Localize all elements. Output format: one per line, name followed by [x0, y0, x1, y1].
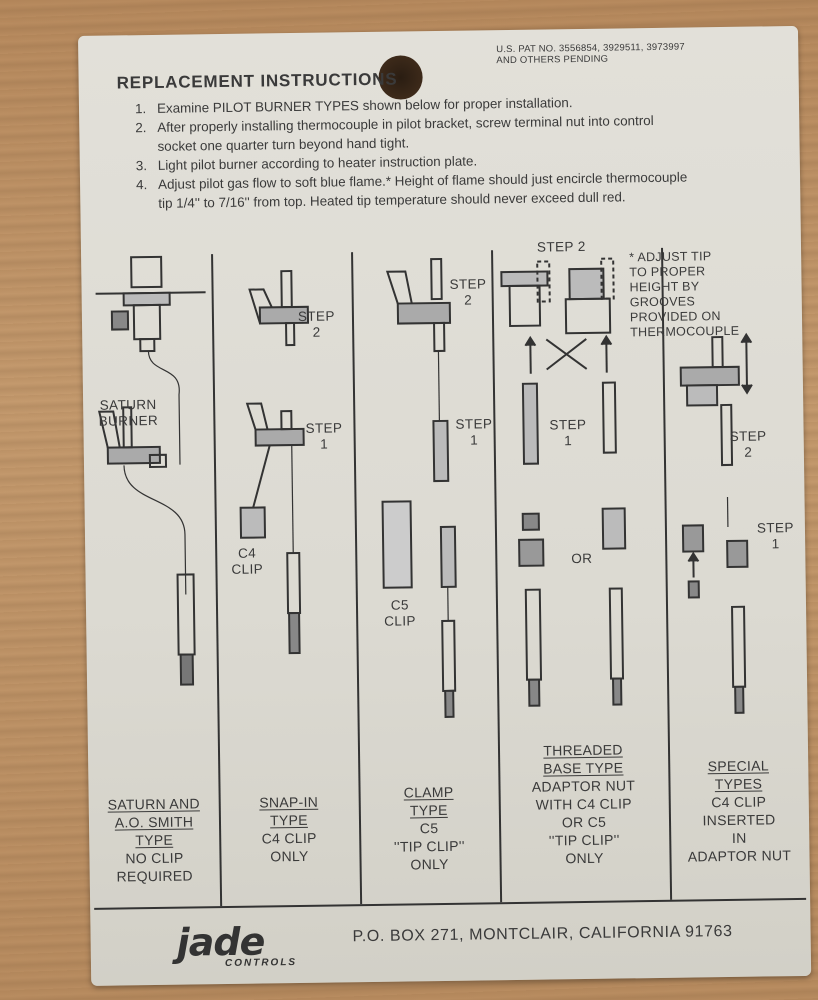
adjust-note-line: HEIGHT BY: [629, 279, 700, 295]
snap-in-step2-label: STEP 2: [298, 308, 335, 341]
type-desc: INSERTED: [702, 811, 776, 829]
column-label-threaded: THREADED BASE TYPE ADAPTOR NUT WITH C4 C…: [498, 740, 670, 868]
type-desc: C4 CLIP: [261, 829, 317, 847]
c4-clip-label: C4 CLIP: [231, 545, 263, 577]
column-label-snap-in: SNAP-IN TYPE C4 CLIP ONLY: [219, 792, 360, 866]
type-desc: ONLY: [565, 849, 604, 867]
step-number: 1: [564, 433, 573, 449]
clamp-drawing: [381, 257, 457, 718]
step-number: 1: [470, 432, 479, 448]
threaded-base-drawing: [500, 257, 627, 707]
saturn-burner-line: SATURN: [99, 396, 157, 413]
type-desc: WITH C4 CLIP: [535, 795, 632, 813]
type-title: TYPE: [135, 831, 174, 849]
special-drawing: [679, 332, 753, 714]
adjust-note-line: GROOVES: [629, 294, 696, 310]
type-desc: NO CLIP: [125, 849, 184, 867]
type-desc: ADAPTOR NUT: [531, 777, 636, 795]
clamp-step2-label: STEP 2: [449, 276, 486, 309]
type-title: CLAMP: [403, 783, 454, 801]
step-number: 2: [312, 324, 321, 340]
type-title: SATURN AND: [107, 795, 200, 813]
c5-clip-line: CLIP: [384, 613, 416, 629]
snap-in-step1-label: STEP 1: [305, 420, 342, 453]
type-title: BASE TYPE: [543, 759, 624, 777]
step-number: 2: [464, 292, 473, 308]
step-word: STEP: [729, 428, 767, 444]
saturn-burner-line: BURNER: [98, 412, 159, 429]
type-title: TYPE: [409, 801, 448, 819]
logo-sub-text: CONTROLS: [224, 957, 298, 970]
type-title: TYPES: [714, 775, 763, 793]
step-number: 1: [771, 536, 780, 552]
column-label-clamp: CLAMP TYPE C5 ''TIP CLIP'' ONLY: [358, 782, 499, 874]
step-word: STEP: [549, 416, 587, 433]
c5-clip-line: C5: [390, 597, 409, 613]
jade-controls-logo: jade CONTROLS: [176, 919, 327, 971]
burner-diagrams: [95, 255, 753, 718]
type-desc: ''TIP CLIP'': [548, 831, 620, 849]
saturn-burner-label: SATURN BURNER: [93, 397, 163, 430]
clamp-step1-label: STEP 1: [455, 416, 492, 449]
type-title: TYPE: [269, 811, 308, 829]
adjust-note-line: PROVIDED ON: [629, 309, 721, 325]
type-desc: REQUIRED: [116, 867, 193, 885]
company-address: P.O. BOX 271, MONTCLAIR, CALIFORNIA 9176…: [352, 922, 733, 946]
saturn-burner-drawing: [95, 255, 206, 686]
adjust-note-line: TO PROPER: [629, 264, 706, 280]
snap-in-drawing: [239, 270, 310, 655]
type-desc: OR C5: [561, 813, 607, 831]
step-word: STEP: [297, 308, 335, 324]
threaded-step2-label: STEP 2: [536, 238, 586, 255]
type-desc: ''TIP CLIP'': [393, 837, 465, 855]
type-desc: ONLY: [270, 847, 309, 865]
step-word: STEP: [756, 520, 794, 536]
step-word: STEP: [455, 416, 493, 432]
adjust-tip-note: * ADJUST TIP TO PROPER HEIGHT BY GROOVES…: [629, 249, 739, 341]
adjust-note-line: THERMOCOUPLE: [630, 323, 740, 340]
step-word: STEP: [449, 276, 487, 292]
type-desc: ONLY: [410, 855, 449, 873]
special-step2-label: STEP 2: [730, 428, 767, 461]
c4-clip-line: C4: [237, 545, 257, 561]
step-number: 2: [744, 444, 753, 460]
c4-clip-line: CLIP: [231, 561, 264, 577]
column-label-special: SPECIAL TYPES C4 CLIP INSERTED IN ADAPTO…: [668, 756, 809, 866]
type-desc: C4 CLIP: [711, 793, 767, 811]
or-label: OR: [571, 550, 593, 567]
step-word: STEP: [305, 420, 343, 436]
type-title: A.O. SMITH: [114, 813, 194, 831]
type-title: SPECIAL: [707, 757, 769, 775]
instruction-card: U.S. PAT NO. 3556854, 3929511, 3973997 A…: [78, 25, 812, 986]
threaded-step1-label: STEP 1: [549, 417, 586, 450]
step-number: 1: [320, 436, 329, 452]
adjust-note-line: * ADJUST TIP: [629, 249, 712, 265]
special-step1-label: STEP 1: [757, 520, 794, 553]
type-title: SNAP-IN: [259, 793, 319, 811]
column-label-saturn: SATURN AND A.O. SMITH TYPE NO CLIP REQUI…: [89, 794, 220, 886]
type-title: THREADED: [543, 741, 623, 759]
c5-clip-label: C5 CLIP: [384, 597, 416, 629]
type-desc: C5: [419, 820, 439, 837]
type-desc: ADAPTOR NUT: [687, 847, 792, 865]
type-desc: IN: [731, 829, 747, 846]
